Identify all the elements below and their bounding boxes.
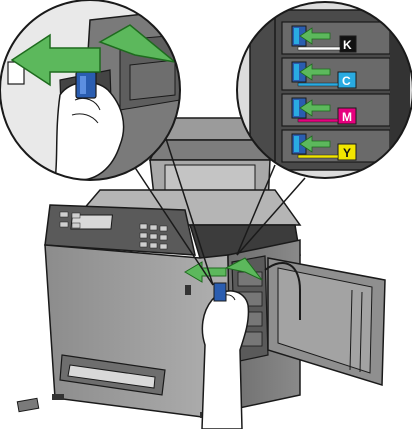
toner-label-black: K xyxy=(343,38,352,52)
toner-label-magenta: M xyxy=(342,110,352,124)
toner-slot-black: K xyxy=(282,22,390,54)
toner-slot-magenta: M xyxy=(282,94,390,126)
toner-label-cyan: C xyxy=(342,74,351,88)
toner-label-yellow: Y xyxy=(343,146,351,160)
closeup-left xyxy=(0,0,180,180)
closeup-right: K C M xyxy=(237,0,412,180)
toner-slot-yellow: Y xyxy=(282,130,390,162)
toner-slot-cyan: C xyxy=(282,58,390,90)
